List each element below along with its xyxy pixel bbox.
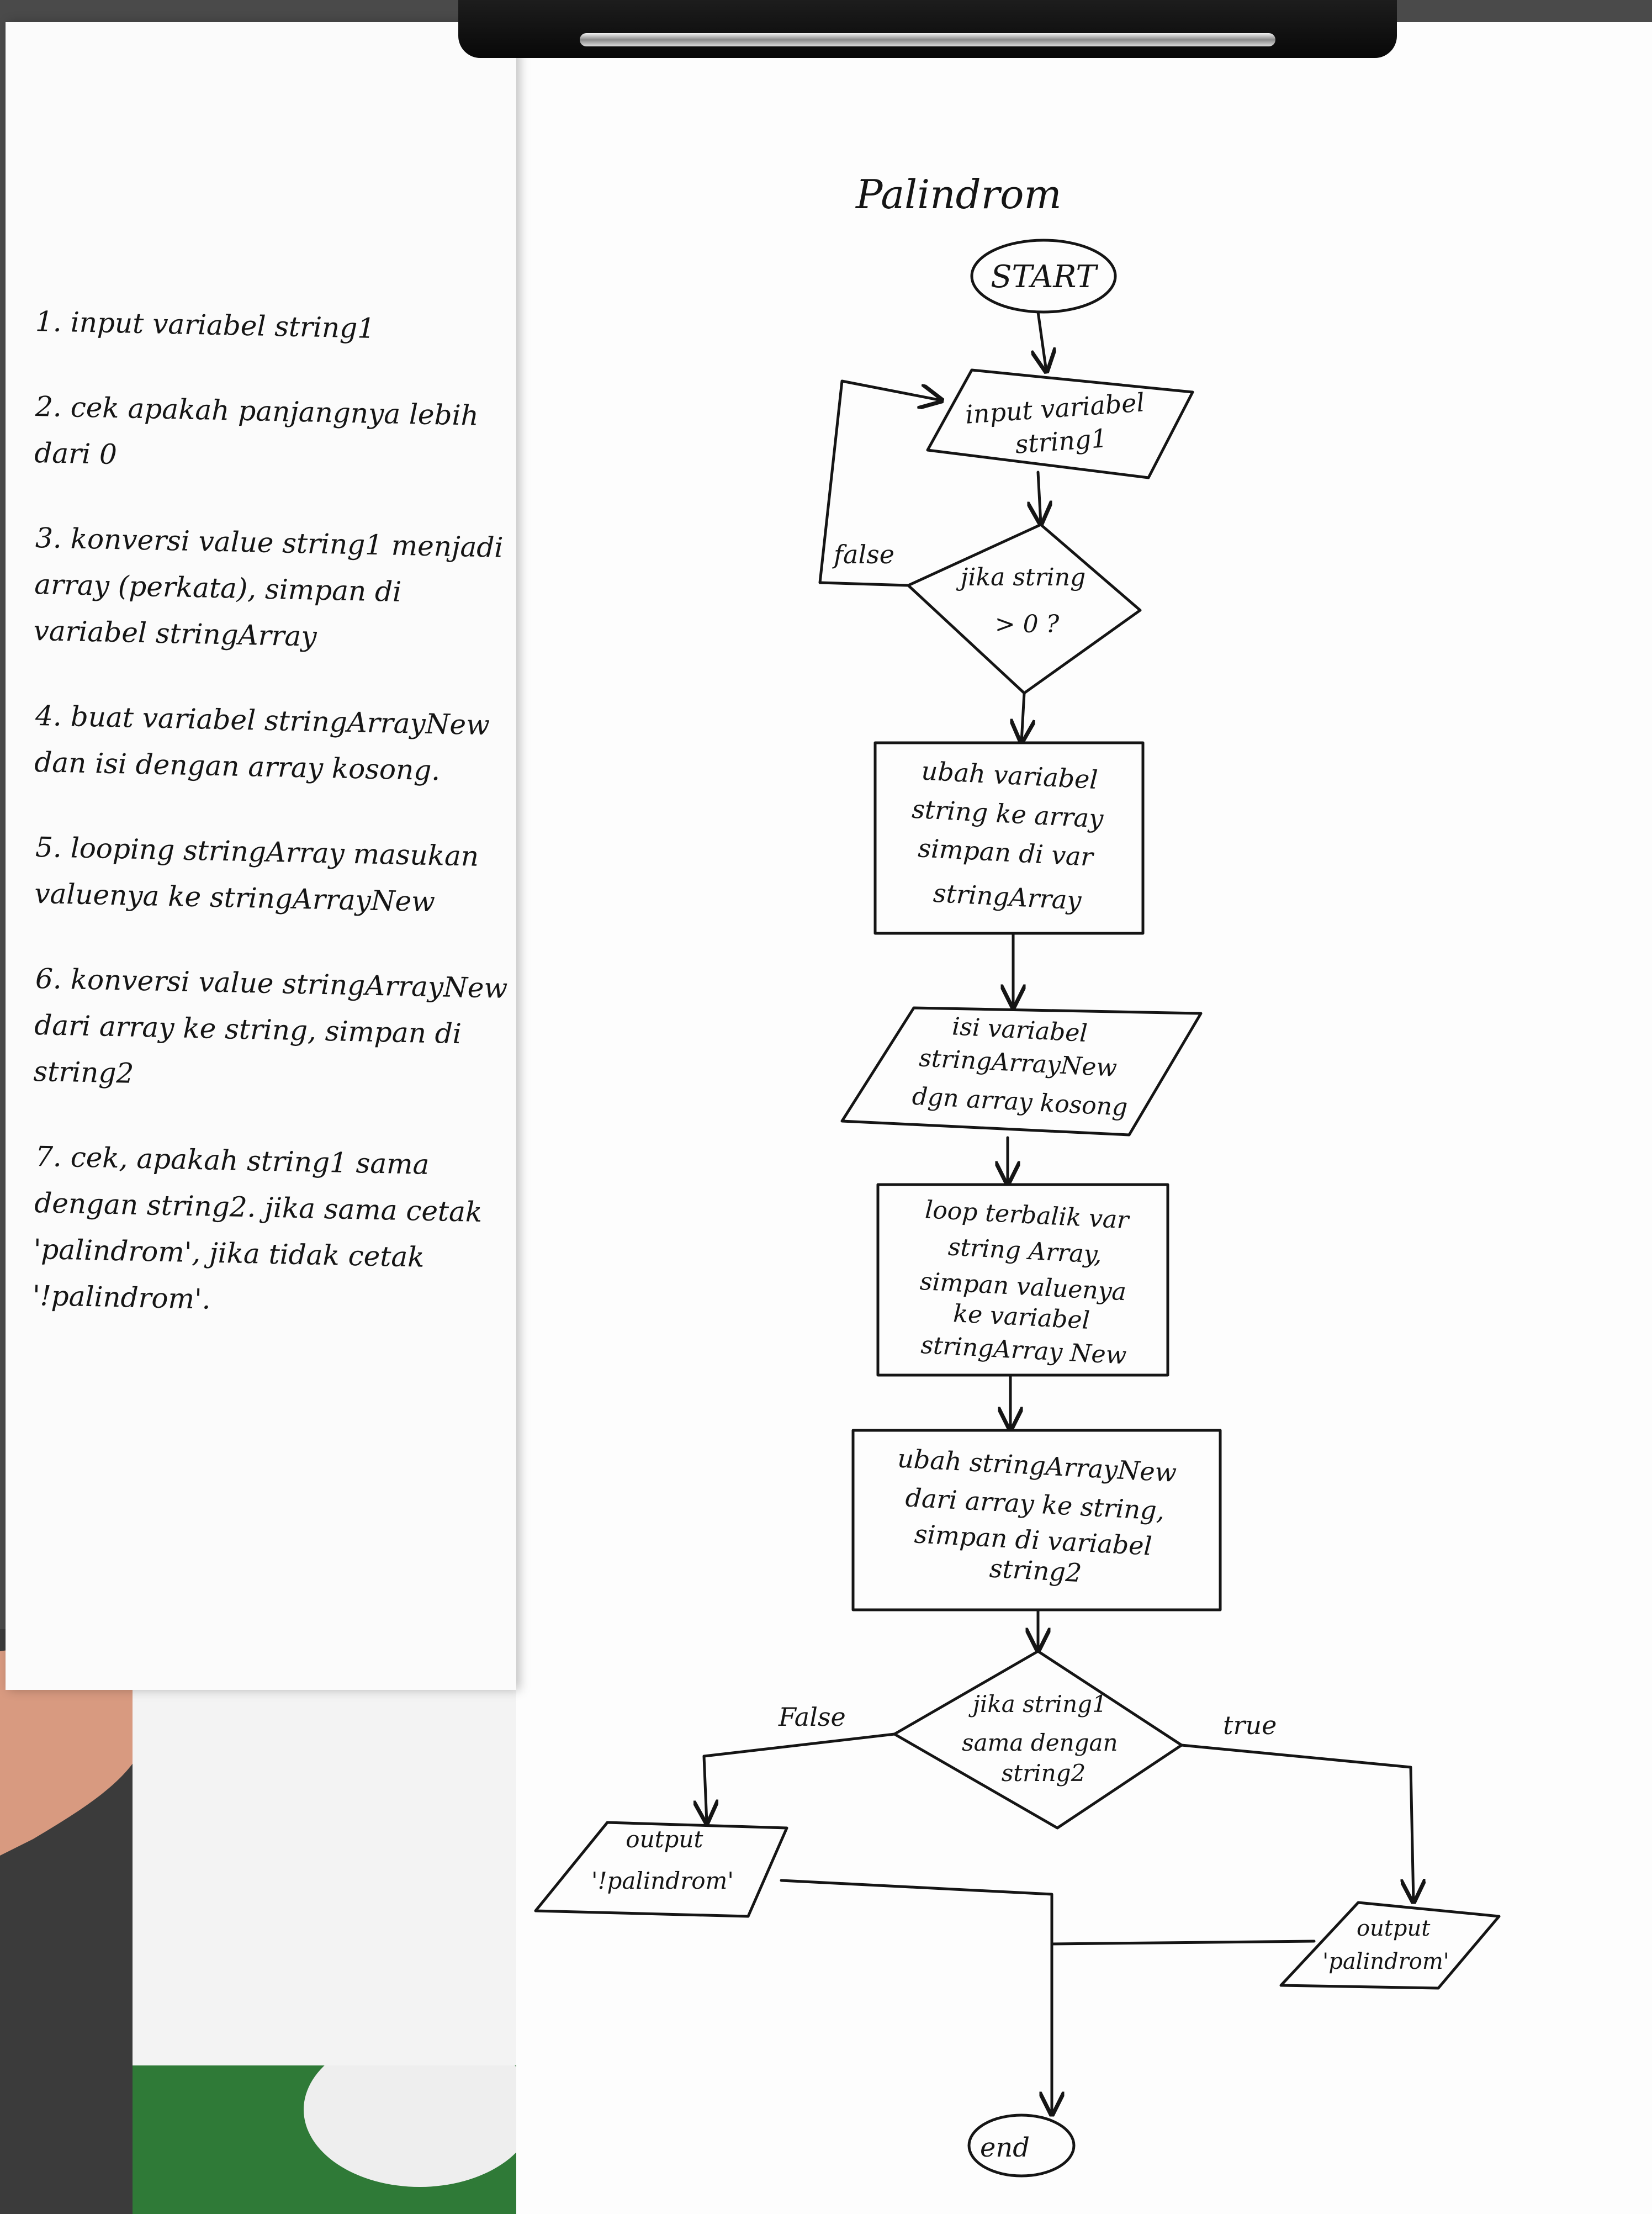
clipboard-wire (580, 33, 1275, 46)
start-node (970, 239, 1117, 314)
page-title: Palindrom (856, 171, 1062, 218)
arrow-decision2-true (1180, 1743, 1413, 1901)
flowchart-paper (516, 22, 1652, 2214)
io2-label: isi variabel stringArrayNew dgn array ko… (912, 1011, 1132, 1122)
out-true-label: output 'palindrom' (1322, 1916, 1449, 1974)
end-node (967, 2113, 1076, 2178)
process3-label: ubah stringArrayNew dari array ke string… (891, 1444, 1185, 1593)
decision1-label: jika string > 0 ? (956, 563, 1093, 638)
true-label: true (1223, 1710, 1277, 1740)
arrow-decision1-process1 (1021, 691, 1024, 742)
io2-node (840, 1006, 1203, 1137)
input-node (926, 368, 1194, 479)
out-false-label: output '!palindrom' (591, 1826, 734, 1894)
end-label: end (980, 2132, 1030, 2163)
process2-label: loop terbalik var string Array, simpan v… (916, 1196, 1139, 1370)
decision2-node (893, 1650, 1183, 1830)
process2-node (876, 1183, 1169, 1377)
out-true-node (1279, 1901, 1501, 1990)
false2-label: False (778, 1702, 846, 1732)
arrow-start-input (1038, 310, 1046, 371)
start-label: START (991, 259, 1098, 295)
arrow-false-end (780, 1879, 1052, 2114)
false-label: false (832, 540, 894, 569)
decision2-label: jika string1 sama dengan string2 (962, 1690, 1125, 1787)
process1-label: ubah variabel string ke array simpan di … (907, 755, 1114, 917)
out-false-node (534, 1821, 788, 1918)
steps-paper: 1.input variabel string1 2.cek apakah pa… (6, 22, 516, 1690)
decision1-node (907, 523, 1142, 695)
arrow-decision2-false (704, 1732, 896, 1822)
arrow-input-decision1 (1038, 471, 1041, 524)
line-true-merge (1050, 1940, 1316, 1946)
input-label: input variabel string1 (964, 387, 1156, 462)
arrow-false-loop (818, 379, 941, 587)
clipboard-clip (458, 0, 1397, 58)
